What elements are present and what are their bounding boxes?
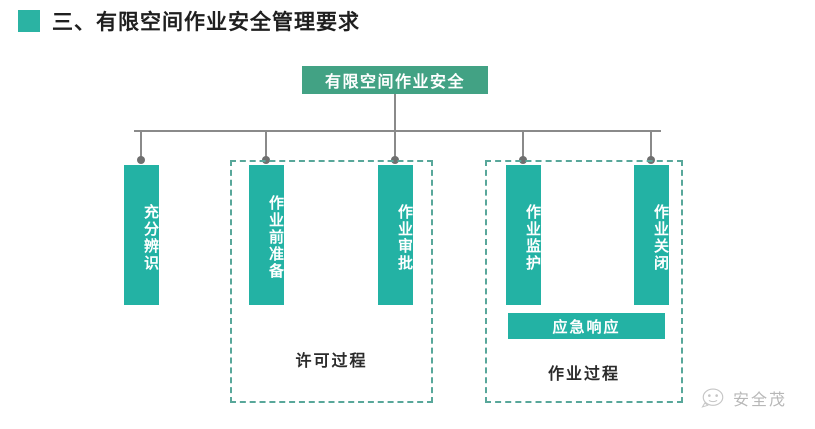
connector-drop-4 — [522, 131, 524, 160]
node-box-identify: 充分辨识 — [124, 165, 159, 305]
bullet-square-icon — [18, 10, 40, 32]
watermark-text: 安全茂 — [733, 390, 788, 409]
connector-horizontal-bus — [134, 130, 661, 132]
connector-dot-1 — [137, 156, 145, 164]
node-label-identify: 充分辨识 — [142, 204, 159, 272]
node-label-pre-work-preparation: 作业前准备 — [267, 195, 284, 280]
group-permit-process: 许可过程 — [230, 160, 433, 403]
emergency-response-label: 应急响应 — [552, 318, 621, 336]
connector-drop-2 — [265, 131, 267, 160]
connector-drop-1 — [140, 131, 142, 160]
page-title-text: 三、有限空间作业安全管理要求 — [52, 11, 360, 34]
node-box-work-closure: 作业关闭 — [634, 165, 669, 305]
mascot-icon — [701, 388, 724, 408]
node-label-work-supervision: 作业监护 — [524, 204, 541, 272]
emergency-response-box: 应急响应 — [508, 313, 665, 339]
node-box-pre-work-preparation: 作业前准备 — [249, 165, 284, 305]
group-operation-process-label: 作业过程 — [547, 366, 620, 383]
connector-drop-5 — [650, 131, 652, 160]
watermark: 安全茂 — [700, 385, 787, 411]
group-operation-process: 作业过程 — [485, 160, 683, 403]
node-label-work-approval: 作业审批 — [396, 204, 413, 272]
node-box-work-supervision: 作业监护 — [506, 165, 541, 305]
connector-root-vertical — [394, 94, 396, 131]
root-node-label: 有限空间作业安全 — [324, 74, 465, 91]
connector-drop-3 — [394, 131, 396, 160]
node-label-work-closure: 作业关闭 — [652, 204, 669, 272]
node-box-work-approval: 作业审批 — [378, 165, 413, 305]
page-title: 三、有限空间作业安全管理要求 — [18, 6, 360, 36]
root-node-box: 有限空间作业安全 — [302, 66, 488, 94]
group-permit-process-label: 许可过程 — [295, 353, 368, 370]
